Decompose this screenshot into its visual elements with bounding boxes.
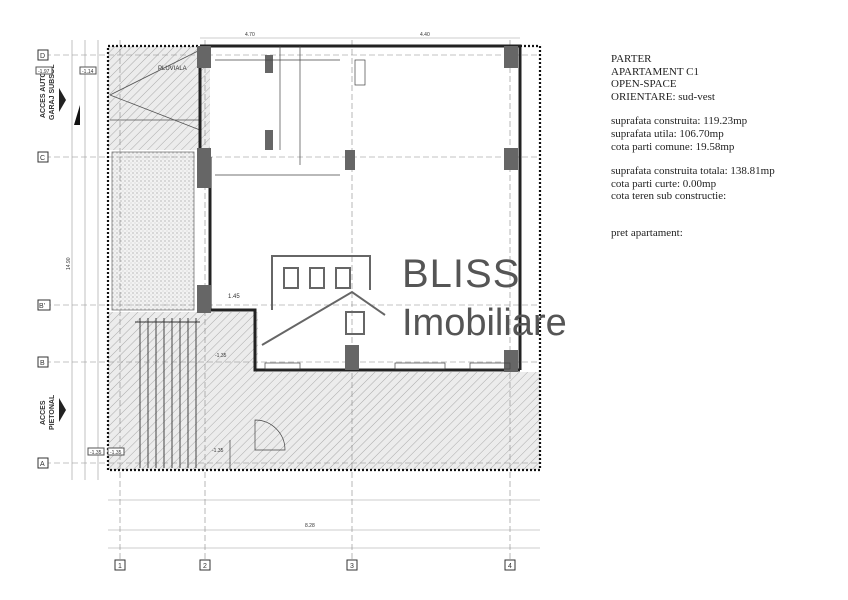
svg-text:PIETONAL: PIETONAL — [49, 394, 56, 430]
columns — [197, 46, 518, 372]
access-pedestrian-label: ACCES PIETONAL — [40, 394, 66, 430]
svg-text:C: C — [40, 155, 45, 162]
stairs — [135, 318, 200, 468]
svg-text:A: A — [40, 461, 45, 468]
svg-text:4.70: 4.70 — [245, 32, 255, 38]
svg-text:8.28: 8.28 — [305, 523, 315, 529]
grid-lines — [45, 40, 540, 565]
access-car-label: ACCES AUTO GARAJ SUBSOL — [40, 64, 80, 125]
garage-ramp-area — [108, 46, 200, 150]
svg-text:-1.97: -1.97 — [38, 69, 50, 75]
common-share: cota parti comune: 19.58mp — [611, 140, 735, 153]
pluviala-label: PLUVIALA — [158, 66, 187, 72]
built-area: suprafata construita: 119.23mp — [611, 115, 748, 128]
svg-text:-1.35: -1.35 — [110, 450, 122, 456]
svg-text:-1.35: -1.35 — [212, 448, 224, 454]
front-strip — [250, 372, 540, 470]
watermark-sub: Imobiliare — [402, 302, 567, 344]
svg-text:3: 3 — [350, 563, 354, 570]
svg-text:B: B — [40, 360, 45, 367]
svg-text:2: 2 — [203, 563, 207, 570]
apartment-info: PARTER APARTAMENT C1 OPEN-SPACE ORIENTAR… — [611, 53, 775, 240]
dimension-lines — [71, 37, 540, 549]
svg-text:-1.35: -1.35 — [90, 450, 102, 456]
floor-label: PARTER — [611, 53, 652, 65]
bliss-logo-icon — [261, 255, 386, 346]
apartment-label: APARTAMENT C1 — [611, 65, 700, 78]
svg-text:14.90: 14.90 — [66, 257, 72, 270]
svg-text:1.45: 1.45 — [228, 294, 240, 300]
svg-text:D: D — [40, 53, 45, 60]
grid-col-markers: 1 2 3 4 — [114, 559, 516, 571]
svg-text:GARAJ SUBSOL: GARAJ SUBSOL — [49, 64, 56, 120]
usable-area: suprafata utila: 106.70mp — [611, 127, 724, 140]
watermark-brand: BLISS — [402, 252, 521, 296]
ramp-lines — [109, 49, 201, 131]
svg-text:-1.14: -1.14 — [82, 69, 94, 75]
level-markers: -1.97 -1.14 -1.35 -1.35 -1.35 -1.35 — [35, 66, 227, 456]
svg-text:B': B' — [39, 303, 45, 310]
svg-text:ACCES AUTO: ACCES AUTO — [40, 72, 47, 118]
svg-text:-1.35: -1.35 — [215, 353, 227, 359]
total-built-area: suprafata construita totala: 138.81mp — [611, 165, 775, 178]
svg-text:4.40: 4.40 — [420, 32, 430, 38]
svg-text:4: 4 — [508, 563, 512, 570]
interior-lines — [215, 46, 511, 470]
orientation-label: ORIENTARE: sud-vest — [611, 90, 715, 103]
grid-row-markers: D C B' B A — [37, 49, 51, 469]
front-yard-area — [108, 312, 258, 470]
land-share: cota teren sub constructie: — [611, 190, 727, 203]
svg-text:1: 1 — [118, 563, 122, 570]
type-label: OPEN-SPACE — [611, 78, 677, 91]
price-label: pret apartament: — [611, 226, 683, 239]
yard-share: cota parti curte: 0.00mp — [611, 177, 717, 190]
svg-text:ACCES: ACCES — [40, 400, 47, 425]
green-area — [111, 151, 195, 311]
dimension-labels: 4.70 4.40 8.28 14.90 1.45 — [66, 32, 430, 529]
